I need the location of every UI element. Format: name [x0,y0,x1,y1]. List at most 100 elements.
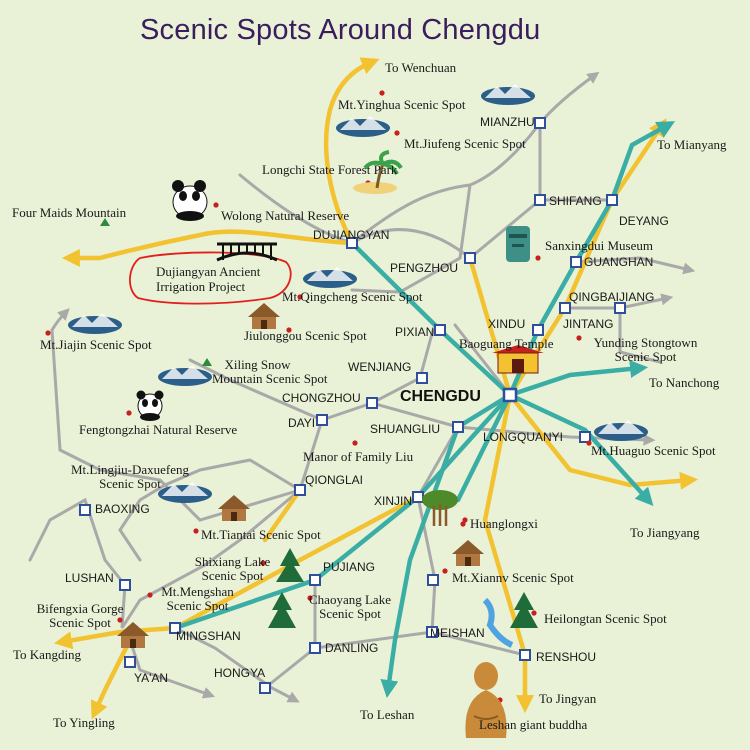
spot-label-huanglongxi[interactable]: Huanglongxi [470,516,538,531]
city-label-renshou[interactable]: RENSHOU [536,650,597,664]
spot-label-lingjiu-1[interactable]: Mt.Lingjiu-Daxuefeng [70,462,190,477]
spot-label-heilongtan[interactable]: Heilongtan Scenic Spot [544,611,667,626]
city-label-qionglai[interactable]: QIONGLAI [305,473,364,487]
city-square-renshou [519,649,531,661]
spot-label-yunding-1[interactable]: Yunding Stongtown [593,335,698,350]
spot-label-leshan-buddha[interactable]: Leshan giant buddha [479,717,588,732]
city-label-danling[interactable]: DANLING [325,641,379,655]
city-label-mingshan[interactable]: MINGSHAN [176,629,241,643]
city-square-qionglai [294,484,306,496]
destination-wenchuan[interactable]: To Wenchuan [385,60,457,75]
city-label-yaan[interactable]: YA'AN [134,671,169,685]
banyan-tree-icon [422,490,458,526]
destination-yingling[interactable]: To Yingling [53,715,115,730]
destination-jiangyang[interactable]: To Jiangyang [630,525,700,540]
spot-label-yunding-2[interactable]: Scenic Spot [614,349,677,364]
destination-leshan[interactable]: To Leshan [360,707,415,722]
map-title: Scenic Spots Around Chengdu [140,14,541,46]
city-label-xindu[interactable]: XINDU [488,317,526,331]
city-square-meishan-south [426,626,438,638]
spot-label-chaoyang-1[interactable]: Chaoyang Lake [309,592,391,607]
spot-label-chaoyang-2[interactable]: Scenic Spot [319,606,381,621]
spot-label-yinghua[interactable]: Mt.Yinghua Scenic Spot [338,97,466,112]
spot-label-mengshan-1[interactable]: Mt.Mengshan [161,584,234,599]
city-square-xindu [532,324,544,336]
city-square-dayi [316,414,328,426]
city-square-deyang [606,194,618,206]
city-square-chongzhou [366,397,378,409]
spot-label-xiannv[interactable]: Mt.Xiannv Scenic Spot [452,570,574,585]
spot-label-family-liu[interactable]: Manor of Family Liu [303,449,414,464]
buddha-icon [465,662,507,738]
spot-label-dujiangyan-1[interactable]: Dujiangyan Ancient [156,264,261,279]
spot-label-shixiang-2[interactable]: Scenic Spot [201,568,264,583]
city-label-chongzhou[interactable]: CHONGZHOU [282,391,361,405]
city-square-pengzhou [464,252,476,264]
destination-nanchong[interactable]: To Nanchong [649,375,720,390]
city-label-xinjin[interactable]: XINJIN [374,494,413,508]
spot-label-qingcheng[interactable]: Mt.Qingcheng Scenic Spot [282,289,423,304]
city-label-dujiangyan[interactable]: DUJIANGYAN [313,228,390,242]
city-square-shuangliu [452,421,464,433]
city-label-shuangliu[interactable]: SHUANGLIU [370,422,441,436]
city-label-lushan[interactable]: LUSHAN [65,571,114,585]
teal-routes [172,121,676,699]
mountain-scene-icon [158,365,212,386]
spot-label-xiling-1[interactable]: Xiling Snow [224,357,291,372]
city-label-deyang[interactable]: DEYANG [619,214,669,228]
destination-mianyang[interactable]: To Mianyang [657,137,727,152]
pine-tree-icon [268,592,296,628]
city-label-pixian[interactable]: PIXIAN [395,325,435,339]
bridge-icon [216,242,278,262]
temple-icon [492,345,544,374]
spot-label-xiling-2[interactable]: Mountain Scenic Spot [212,371,328,386]
city-label-mianzhu[interactable]: MIANZHU [480,115,535,129]
pine-tree-icon [276,548,304,582]
spot-label-jiulonggou[interactable]: Jiulonggou Scenic Spot [244,328,367,343]
destination-jingyan[interactable]: To Jingyan [539,691,597,706]
city-label-baoxing[interactable]: BAOXING [95,502,150,516]
city-markers [79,117,626,694]
mountain-scene-icon [336,116,390,137]
spot-label-baoguang[interactable]: Baoguang Temple [459,336,554,351]
city-label-chengdu[interactable]: CHENGDU [400,388,481,405]
city-label-pujiang[interactable]: PUJIANG [323,560,376,574]
mountain-scene-icon [68,313,122,334]
spot-label-wolong[interactable]: Wolong Natural Reserve [221,208,350,223]
spot-label-jiajin[interactable]: Mt.Jiajin Scenic Spot [40,337,152,352]
city-label-wenjiang[interactable]: WENJIANG [348,360,412,374]
mountain-markers [100,218,212,366]
city-label-hongya[interactable]: HONGYA [214,666,266,680]
spot-label-bifengxia-1[interactable]: Bifengxia Gorge [36,601,124,616]
spot-label-bifengxia-2[interactable]: Scenic Spot [49,615,111,630]
city-square-chengdu [502,387,518,403]
city-label-shifang[interactable]: SHIFANG [549,194,602,208]
spot-label-dujiangyan-2[interactable]: Irrigation Project [156,279,246,294]
spot-label-four-maids[interactable]: Four Maids Mountain [12,205,127,220]
spot-label-mengshan-2[interactable]: Scenic Spot [166,598,229,613]
spot-label-tiantai[interactable]: Mt.Tiantai Scenic Spot [201,527,321,542]
mountain-scene-icon [303,267,357,288]
spot-label-fengtongzhai[interactable]: Fengtongzhai Natural Reserve [79,422,238,437]
bronze-mask-icon [506,226,530,262]
city-label-longquanyi[interactable]: LONGQUANYI [483,430,564,444]
city-label-qingbaijiang[interactable]: QINGBAIJIANG [569,290,655,304]
destination-kangding[interactable]: To Kangding [13,647,82,662]
city-square-baoxing [79,504,91,516]
city-label-guanghan[interactable]: GUANGHAN [584,255,654,269]
tree-icons [268,548,538,628]
spot-label-huaguo[interactable]: Mt.Huaguo Scenic Spot [591,443,716,458]
mountain-scene-icon [481,84,535,105]
city-label-pengzhou[interactable]: PENGZHOU [390,261,459,275]
city-label-meishan[interactable]: MEISHAN [430,626,485,640]
city-label-dayi[interactable]: DAYI [288,416,316,430]
spot-label-longchi[interactable]: Longchi State Forest Park [262,162,398,177]
spot-label-jiufeng[interactable]: Mt.Jiufeng Scenic Spot [404,136,526,151]
spot-label-shixiang-1[interactable]: Shixiang Lake [194,554,271,569]
spot-label-lingjiu-2[interactable]: Scenic Spot [99,476,161,491]
spot-label-sanxingdui[interactable]: Sanxingdui Museum [545,238,653,253]
city-square-mingshan [169,622,181,634]
city-square-jintang [614,302,626,314]
hut-icon [452,540,484,566]
city-label-jintang[interactable]: JINTANG [563,317,614,331]
